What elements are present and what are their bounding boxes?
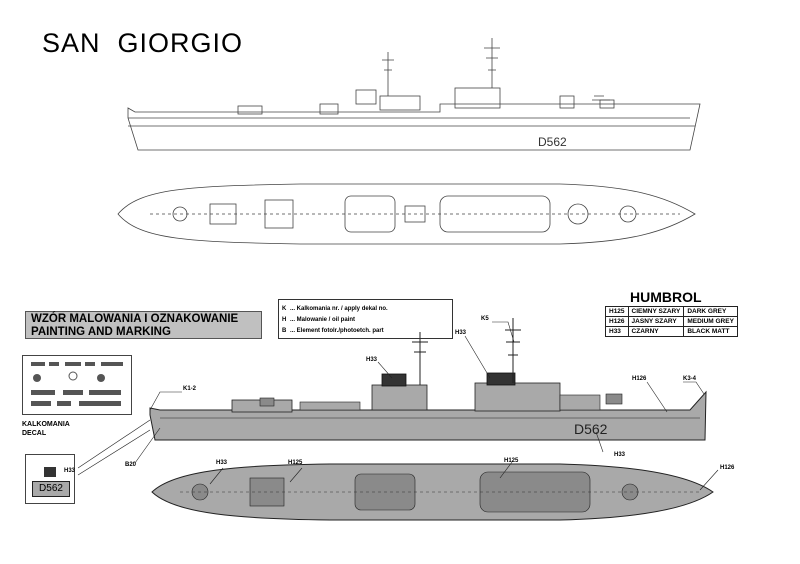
table-row: H125 CIEMNY SZARY DARK GREY bbox=[605, 306, 738, 317]
callout-h33: H33 bbox=[614, 452, 626, 458]
callout-k1-2: K1-2 bbox=[183, 386, 197, 392]
legend-text: ... Kalkomania nr. / apply dekal no. bbox=[290, 306, 388, 312]
callout-h126: H126 bbox=[720, 465, 735, 471]
paint-name-en: DARK GREY bbox=[683, 306, 738, 317]
callout-leaders bbox=[77, 321, 719, 491]
paint-name-en: MEDIUM GREY bbox=[683, 316, 738, 327]
inset-funnel bbox=[44, 467, 56, 477]
decal-items bbox=[31, 362, 123, 406]
mast-fwd bbox=[505, 318, 521, 383]
paint-code: H126 bbox=[605, 316, 629, 327]
hull-number-inset: D562 bbox=[25, 454, 75, 504]
legend-text: ... Malowanie / oil paint bbox=[290, 317, 356, 323]
paint-name-pl: CIEMNY SZARY bbox=[627, 306, 685, 317]
legend-item: K... Kalkomania nr. / apply dekal no. bbox=[282, 303, 452, 315]
deck-equipment bbox=[299, 401, 361, 411]
table-row: H33 CZARNY BLACK MATT bbox=[605, 326, 738, 337]
deck-equipment-2 bbox=[559, 394, 601, 411]
paint-name-pl: CZARNY bbox=[627, 326, 685, 337]
paint-code: H33 bbox=[605, 326, 629, 337]
painted-hull-number: D562 bbox=[574, 421, 608, 437]
turret-aft bbox=[259, 397, 275, 407]
page-title: SAN GIORGIO bbox=[42, 28, 244, 58]
funnel-aft bbox=[381, 373, 407, 387]
superstructure-mid bbox=[371, 384, 428, 411]
side-profile-drawing bbox=[127, 38, 701, 151]
legend-key: H bbox=[282, 317, 287, 323]
paint-name-en: BLACK MATT bbox=[683, 326, 738, 337]
decal-sheet bbox=[22, 355, 132, 415]
callout-h33: H33 bbox=[366, 357, 378, 363]
painting-marking-box: WZÓR MALOWANIA I OZNAKOWANIE PAINTING AN… bbox=[25, 311, 262, 339]
legend-key: K bbox=[282, 306, 287, 312]
superstructure-fwd bbox=[474, 382, 561, 412]
decal-label-pl: KALKOMANIA bbox=[22, 421, 70, 428]
callout-h33: H33 bbox=[216, 460, 228, 466]
callout-h125: H125 bbox=[288, 460, 303, 466]
callout-h125: H125 bbox=[504, 458, 519, 464]
callout-h33-inset: H33 bbox=[64, 468, 76, 474]
callout-h126: H126 bbox=[632, 376, 647, 382]
callout-h33: H33 bbox=[455, 330, 467, 336]
painting-title-pl: WZÓR MALOWANIA I OZNAKOWANIE bbox=[31, 313, 239, 325]
humbrol-table: H125 CIEMNY SZARY DARK GREY H126 JASNY S… bbox=[605, 306, 738, 337]
painted-top-plan bbox=[151, 463, 714, 521]
decal-label-en: DECAL bbox=[22, 430, 47, 437]
callout-k5: K5 bbox=[481, 316, 489, 322]
funnel-fwd bbox=[486, 372, 516, 386]
hull-side bbox=[149, 390, 707, 441]
legend-item: B... Element fotolr./photoetch. part bbox=[282, 325, 452, 337]
legend-item: H... Malowanie / oil paint bbox=[282, 314, 452, 326]
painted-side-profile bbox=[149, 318, 707, 441]
table-row: H126 JASNY SZARY MEDIUM GREY bbox=[605, 316, 738, 327]
turret-fwd bbox=[605, 393, 623, 405]
paint-name-pl: JASNY SZARY bbox=[627, 316, 685, 327]
mast-aft bbox=[412, 332, 428, 385]
top-plan-drawing bbox=[117, 183, 696, 245]
callout-b20: B20 bbox=[125, 462, 137, 468]
callout-k3-4: K3-4 bbox=[683, 376, 697, 382]
decal-label: KALKOMANIA DECAL bbox=[22, 420, 70, 438]
inset-hull-number: D562 bbox=[32, 481, 70, 497]
painting-title-en: PAINTING AND MARKING bbox=[31, 326, 171, 338]
paint-code: H125 bbox=[605, 306, 629, 317]
side-hull-number: D562 bbox=[538, 135, 567, 149]
legend-text: ... Element fotolr./photoetch. part bbox=[290, 328, 384, 334]
legend-box: K... Kalkomania nr. / apply dekal no. H.… bbox=[278, 299, 453, 339]
humbrol-title: HUMBROL bbox=[630, 289, 702, 305]
legend-key: B bbox=[282, 328, 287, 334]
